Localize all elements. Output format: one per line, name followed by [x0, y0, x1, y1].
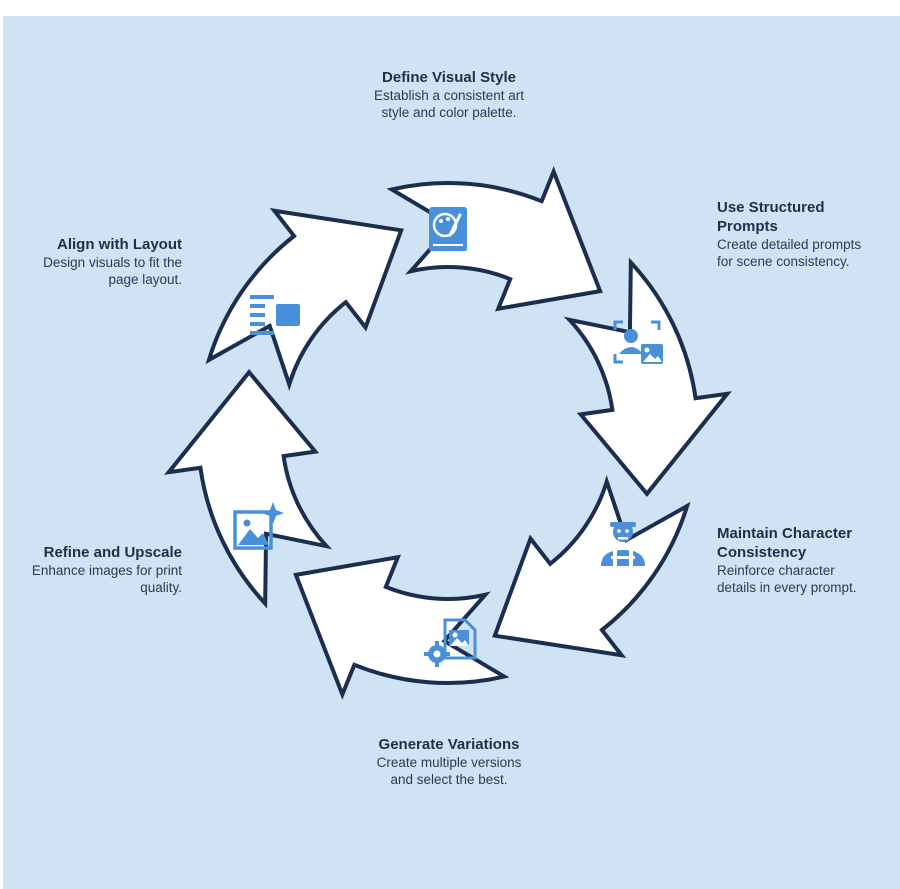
layout-icon [250, 295, 300, 335]
step-title: Refine and Upscale [43, 544, 182, 561]
step-generate-variations: Generate Variations Create multiple vers… [372, 735, 526, 788]
step-title: Use Structured Prompts [717, 199, 825, 235]
step-define-visual-style: Define Visual Style Establish a consiste… [360, 68, 538, 121]
arrow-align-with-layout [205, 208, 404, 392]
image-gear-icon [424, 618, 477, 667]
character-icon [601, 522, 645, 566]
step-title: Maintain Character Consistency [717, 525, 853, 561]
arrow-generate-variations [293, 554, 510, 700]
arrow-refine-and-upscale [164, 369, 333, 609]
step-description: Enhance images for print quality. [31, 563, 182, 595]
step-description: Establish a consistent art style and col… [373, 88, 525, 120]
diagram-background [3, 16, 900, 889]
image-sparkle-icon [233, 502, 284, 550]
step-use-structured-prompts: Use Structured Prompts Create detailed p… [717, 198, 867, 270]
arrow-use-structured-prompts [563, 257, 732, 497]
arrow-maintain-character-consistency [492, 474, 691, 658]
step-align-with-layout: Align with Layout Design visuals to fit … [30, 235, 182, 288]
person-image-scan-icon [613, 320, 663, 364]
arrow-define-visual-style [386, 166, 603, 312]
step-maintain-character-consistency: Maintain Character Consistency Reinforce… [717, 524, 877, 596]
step-title: Generate Variations [378, 736, 520, 753]
step-refine-and-upscale: Refine and Upscale Enhance images for pr… [20, 543, 182, 596]
step-description: Reinforce character details in every pro… [717, 563, 857, 595]
step-title: Define Visual Style [382, 69, 516, 86]
step-description: Create detailed prompts for scene consis… [717, 237, 862, 269]
step-description: Create multiple versions and select the … [376, 755, 522, 787]
palette-book-icon [429, 207, 467, 251]
step-title: Align with Layout [57, 236, 182, 253]
step-description: Design visuals to fit the page layout. [43, 255, 182, 287]
